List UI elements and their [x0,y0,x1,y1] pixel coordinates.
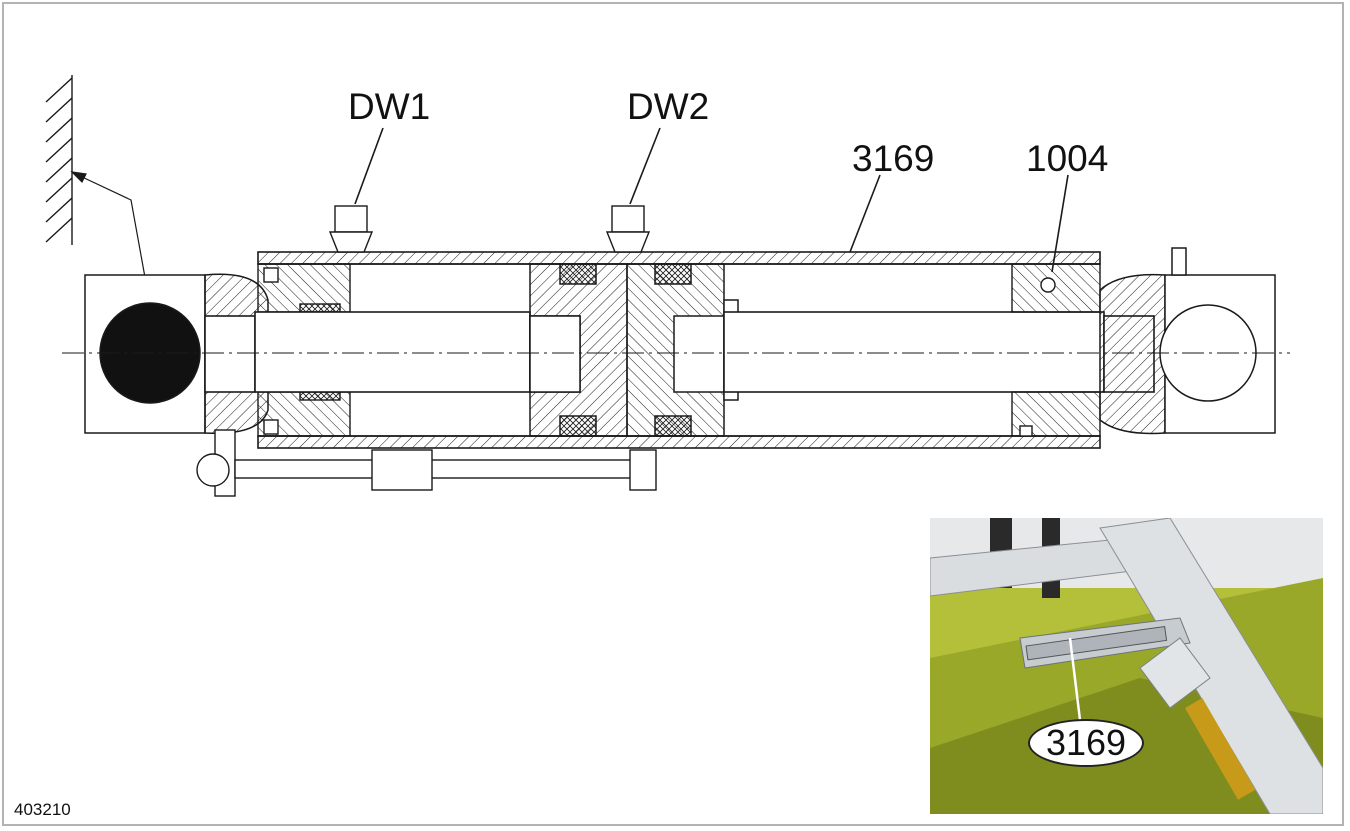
label-dw1: DW1 [348,86,431,127]
piston-rod-left [204,311,581,393]
piston-rod-right [723,311,1155,393]
left-gland [257,263,351,437]
bleed-valve-dw1 [328,205,374,253]
installation-photo [930,518,1323,814]
wall-symbol [45,75,73,245]
photo-illustration [930,518,1323,814]
double-piston [529,263,739,437]
bleed-valve-dw2 [605,205,651,253]
leader-lines [354,127,1069,273]
photo-callout-3169: 3169 [1028,719,1144,767]
wall-leader [70,171,151,306]
figure-id: 403210 [14,800,71,819]
label-part-3169: 3169 [852,138,935,179]
sensor-rod-assembly [196,429,657,497]
right-clevis [1099,247,1276,435]
right-gland [1011,263,1101,437]
label-dw2: DW2 [627,86,710,127]
label-part-1004: 1004 [1026,138,1109,179]
